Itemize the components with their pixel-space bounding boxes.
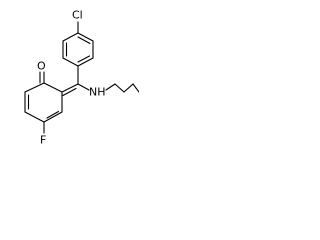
bond: [77, 32, 94, 42]
atom-label-chlorine: Cl: [72, 9, 83, 22]
molecule-structure: Cl O NH F: [24, 9, 139, 147]
exocyclic-double-bond: [61, 83, 79, 93]
bond: [123, 83, 134, 93]
chlorophenyl-ring: [62, 21, 94, 67]
bond: [77, 57, 94, 67]
bond: [62, 57, 79, 67]
double-bond-inner: [77, 55, 91, 63]
atom-label-amine: NH: [89, 86, 106, 99]
cyclohexadienone-ring: [24, 71, 63, 134]
bond: [132, 83, 139, 93]
bond: [24, 82, 45, 93]
bond: [114, 83, 125, 93]
bond-to-amine: [77, 83, 90, 91]
exocyclic-double-bond-second: [62, 87, 77, 97]
bond: [105, 83, 116, 91]
bond: [43, 82, 63, 93]
bond: [43, 111, 63, 123]
atom-label-fluorine: F: [40, 134, 46, 147]
bond: [62, 32, 79, 42]
butyl-chain: [105, 83, 139, 93]
central-linkage: [61, 65, 90, 97]
ring-double-bond: [46, 110, 60, 119]
atom-label-oxygen: O: [37, 60, 46, 73]
bond: [24, 111, 45, 123]
double-bond-inner: [77, 36, 91, 45]
